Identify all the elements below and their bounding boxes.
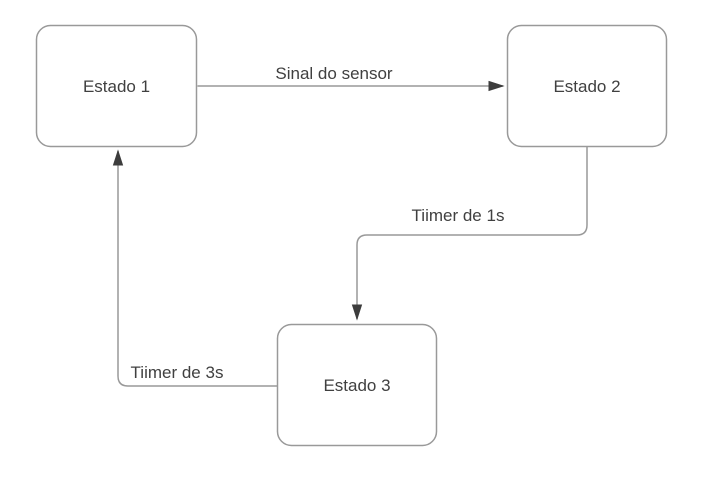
- transition-arrow-estado3-estado1: [112, 149, 278, 387]
- transition-label-sinal-do-sensor: Sinal do sensor: [275, 64, 393, 83]
- state-node-estado-3: [276, 323, 438, 447]
- state-label-estado-3: Estado 3: [323, 376, 390, 395]
- transition-label-tiimer-de-1s: Tiimer de 1s: [412, 206, 505, 225]
- state-label-estado-1: Estado 1: [83, 77, 150, 96]
- state-label-estado-2: Estado 2: [553, 77, 620, 96]
- state-node-estado-1: [35, 24, 198, 148]
- transition-arrow-estado2-estado3: [351, 146, 588, 321]
- transition-label-tiimer-de-3s: Tiimer de 3s: [131, 363, 224, 382]
- state-node-estado-2: [506, 24, 668, 148]
